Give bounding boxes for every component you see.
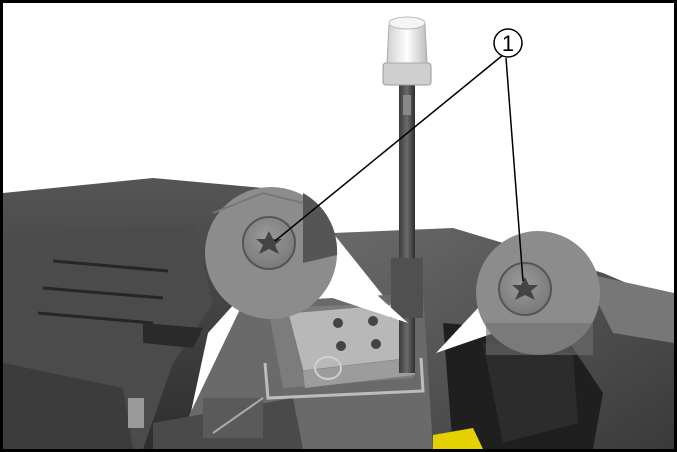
beacon-pole: [391, 83, 423, 373]
callout-number: 1: [502, 31, 514, 56]
beacon-lamp-icon: [382, 16, 432, 86]
screw-head-icon: [242, 216, 296, 270]
mounting-illustration: 1: [3, 16, 674, 449]
callout-1: 1: [493, 28, 523, 58]
screw-head-icon: [498, 262, 552, 316]
mounting-bracket: [263, 302, 425, 400]
callout-leaders: [274, 54, 524, 282]
detail-magnifier-right: [476, 231, 600, 355]
yellow-part: [433, 428, 483, 449]
